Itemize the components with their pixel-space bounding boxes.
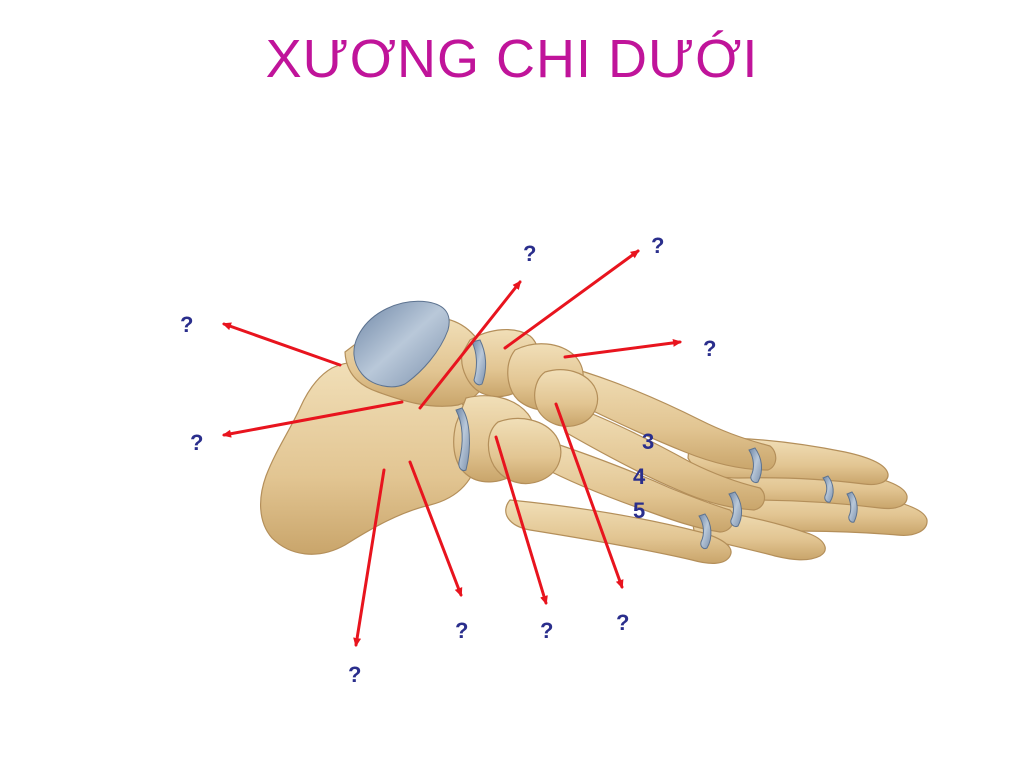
label-q-3: ? bbox=[523, 241, 536, 266]
label-q-1: ? bbox=[180, 312, 193, 337]
arrow-9 bbox=[554, 402, 624, 589]
label-q-4: ? bbox=[651, 233, 664, 258]
metatarsophalangeal-joint-1 bbox=[748, 447, 763, 483]
toe-5 bbox=[505, 499, 732, 564]
slide-title: XƯƠNG CHI DƯỚI bbox=[265, 29, 759, 89]
arrow-8 bbox=[494, 435, 548, 605]
metatarsal-3 bbox=[539, 439, 735, 533]
talonavicular-joint bbox=[471, 339, 487, 386]
metatarsal-1 bbox=[559, 364, 777, 471]
arrow-1 bbox=[222, 322, 342, 367]
metatarsophalangeal-joint-3 bbox=[698, 513, 712, 549]
label-number-4: 4 bbox=[633, 464, 646, 489]
pointer-arrows bbox=[222, 249, 682, 647]
label-q-8: ? bbox=[540, 618, 553, 643]
arrow-4 bbox=[503, 249, 640, 350]
metatarsophalangeal-joint-2 bbox=[728, 491, 743, 527]
interphalangeal-joint-2 bbox=[822, 475, 834, 503]
foot-illustration bbox=[260, 317, 928, 564]
label-number-5: 5 bbox=[633, 498, 645, 523]
label-q-7: ? bbox=[455, 618, 468, 643]
label-q-2: ? bbox=[190, 430, 203, 455]
label-q-9: ? bbox=[616, 610, 629, 635]
arrow-5 bbox=[563, 338, 682, 359]
metatarsal-2 bbox=[564, 404, 766, 511]
joint-cartilage bbox=[353, 300, 858, 549]
label-q-6: ? bbox=[348, 662, 361, 687]
label-number-3: 3 bbox=[642, 429, 654, 454]
interphalangeal-joint-1 bbox=[846, 491, 858, 523]
calcaneocuboid-joint bbox=[455, 407, 470, 471]
cuneiform-2 bbox=[534, 369, 599, 427]
label-q-5: ? bbox=[703, 336, 716, 361]
talus-trochlea bbox=[353, 300, 450, 388]
labels: ? ? ? ? ? ? ? ? ? 3 4 5 bbox=[180, 233, 716, 687]
arrow-7 bbox=[408, 460, 463, 597]
arrow-3 bbox=[418, 280, 522, 410]
arrow-6 bbox=[353, 468, 386, 647]
arrow-2 bbox=[222, 400, 404, 438]
